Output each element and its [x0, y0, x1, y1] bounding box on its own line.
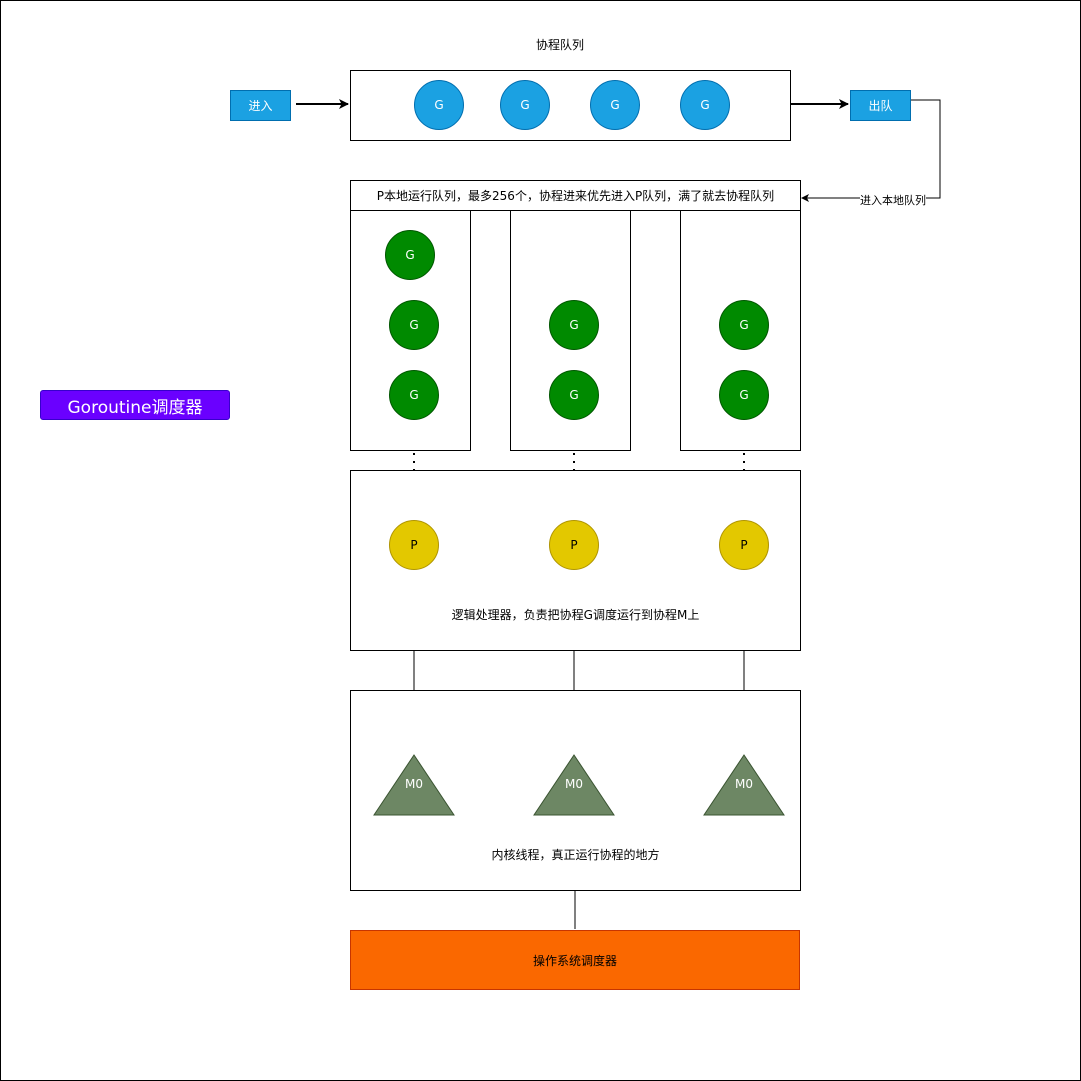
local-goroutine: G [389, 370, 439, 420]
machine-label: M0 [405, 777, 423, 791]
machine-triangle [373, 754, 455, 816]
enter-local-queue-label: 进入本地队列 [860, 194, 926, 208]
machine-label: M0 [735, 777, 753, 791]
machine-triangle [533, 754, 615, 816]
local-goroutine: G [385, 230, 435, 280]
local-goroutine: G [549, 370, 599, 420]
global-goroutine: G [680, 80, 730, 130]
goroutine-scheduler-badge: Goroutine调度器 [40, 390, 230, 420]
global-goroutine: G [500, 80, 550, 130]
local-goroutine: G [719, 300, 769, 350]
local-goroutine: G [389, 300, 439, 350]
enqueue-node: 进入 [230, 90, 291, 121]
dequeue-node: 出队 [850, 90, 911, 121]
global-goroutine: G [414, 80, 464, 130]
global-queue-title: 协程队列 [535, 38, 584, 52]
kernel-thread-caption: 内核线程，真正运行协程的地方 [491, 848, 660, 862]
processor-node: P [389, 520, 439, 570]
os-scheduler: 操作系统调度器 [350, 930, 800, 990]
processor-node: P [549, 520, 599, 570]
processor-node: P [719, 520, 769, 570]
local-queue-header: P本地运行队列，最多256个，协程进来优先进入P队列，满了就去协程队列 [350, 180, 801, 211]
global-goroutine: G [590, 80, 640, 130]
processor-caption: 逻辑处理器，负责把协程G调度运行到协程M上 [451, 608, 700, 622]
local-goroutine: G [719, 370, 769, 420]
machine-label: M0 [565, 777, 583, 791]
machine-triangle [703, 754, 785, 816]
local-goroutine: G [549, 300, 599, 350]
